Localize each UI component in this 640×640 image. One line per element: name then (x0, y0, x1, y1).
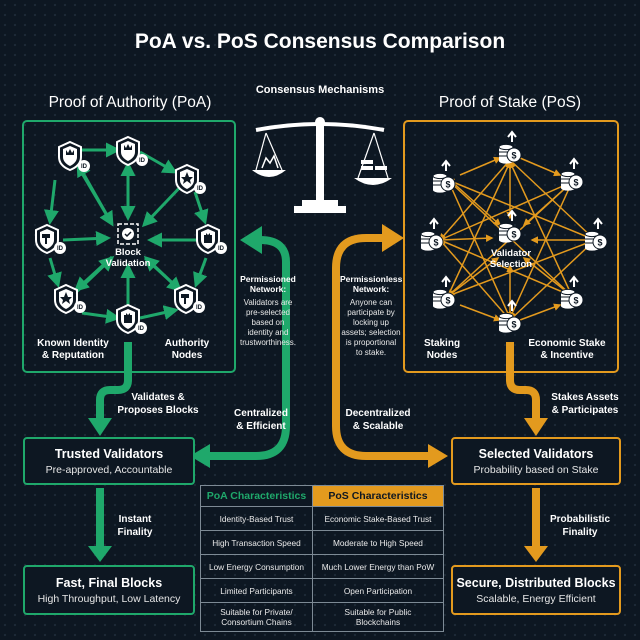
table-cell-pos: Suitable for Public Blockchains (311, 602, 445, 632)
pos-network-note: Permissionless Network: Anyone can partic… (340, 264, 402, 358)
pos-corner-right-label: Economic Stake & Incentive (528, 338, 606, 361)
characteristics-table: PoA Characteristics PoS Characteristics … (200, 485, 445, 632)
pos-box1-title: Selected Validators (478, 447, 594, 461)
svg-text:ID: ID (57, 246, 64, 252)
pos-network-title: Permissionless Network: (340, 274, 403, 294)
table-row: High Transaction Speed Moderate to High … (200, 530, 445, 555)
table-row: Suitable for Private/ Consortium Chains … (200, 602, 445, 632)
svg-text:ID: ID (196, 305, 203, 311)
poa-node-icons: ID ID ID ID ID ID ID ID (35, 136, 227, 334)
poa-flow-label-1: Validates & Proposes Blocks (117, 392, 199, 416)
balance-scale-icon (252, 117, 392, 213)
table-cell-pos: Moderate to High Speed (311, 530, 445, 555)
table-header-poa: PoA Characteristics (200, 485, 313, 507)
pos-box2-title: Secure, Distributed Blocks (456, 576, 616, 590)
pos-corner-left-label: Staking Nodes (423, 338, 461, 361)
poa-network-title: Permissioned Network: (240, 274, 296, 294)
poa-flow-label-2: Instant Finality (117, 514, 153, 538)
pos-box1-border (451, 437, 621, 485)
table-cell-poa: Limited Participants (200, 578, 313, 603)
poa-box2-title: Fast, Final Blocks (55, 576, 163, 590)
poa-box2-subtitle: High Throughput, Low Latency (37, 593, 181, 605)
table-cell-poa: Low Energy Consumption (200, 554, 313, 579)
poa-box1-title: Trusted Validators (54, 447, 164, 461)
pos-box2-border (451, 565, 621, 615)
svg-text:ID: ID (197, 186, 204, 192)
poa-trusted-validators-box: Trusted Validators Pre-approved, Account… (24, 438, 194, 476)
poa-network-text: Validators are pre-selected based on ide… (239, 298, 297, 347)
pos-flow-label-1: Stakes Assets & Participates (551, 392, 619, 416)
poa-network-edges (43, 142, 209, 324)
table-cell-poa: High Transaction Speed (200, 530, 313, 555)
pos-box2-subtitle: Scalable, Energy Efficient (476, 593, 596, 605)
pos-heading: Proof of Stake (PoS) (438, 94, 582, 111)
pos-distributed-blocks-box: Secure, Distributed Blocks Scalable, Ene… (452, 566, 620, 605)
pos-flow-label-2: Probabilistic Finality (549, 514, 610, 538)
table-cell-pos: Economic Stake-Based Trust (311, 506, 445, 531)
block-check-icon (117, 223, 139, 245)
table-header-pos: PoS Characteristics (311, 485, 445, 507)
poa-box1-border (23, 437, 195, 485)
consensus-mechanisms-label: Consensus Mechanisms (255, 84, 385, 96)
svg-text:ID: ID (139, 158, 146, 164)
pos-center-label: Validator Selection (489, 248, 533, 270)
poa-corner-left-label: Known Identity & Reputation (37, 338, 109, 361)
pos-selected-validators-box: Selected Validators Probability based on… (452, 438, 620, 476)
table-row: Low Energy Consumption Much Lower Energy… (200, 554, 445, 579)
poa-flow-label-mid: Centralized & Efficient (234, 408, 288, 432)
table-cell-poa: Suitable for Private/ Consortium Chains (200, 602, 313, 632)
svg-text:ID: ID (81, 164, 88, 170)
table-cell-poa: Identity-Based Trust (200, 506, 313, 531)
svg-text:ID: ID (77, 305, 84, 311)
pos-node-icons (420, 131, 608, 334)
svg-text:ID: ID (218, 246, 225, 252)
poa-heading: Proof of Authority (PoA) (48, 94, 212, 111)
pos-box1-subtitle: Probability based on Stake (473, 464, 599, 476)
pos-flow-label-mid: Decentralized & Scalable (345, 408, 411, 432)
table-row: Identity-Based Trust Economic Stake-Base… (200, 506, 445, 531)
poa-corner-right-label: Authority Nodes (164, 338, 210, 361)
poa-network-note: Permissioned Network: Validators are pre-… (238, 264, 298, 348)
table-row: Limited Participants Open Participation (200, 578, 445, 603)
pos-network-text: Anyone can participate by locking up ass… (341, 298, 401, 357)
poa-box2-border (23, 565, 195, 615)
poa-final-blocks-box: Fast, Final Blocks High Throughput, Low … (24, 566, 194, 605)
pos-flow-arrows (332, 234, 540, 548)
poa-box1-subtitle: Pre-approved, Accountable (45, 464, 173, 476)
page-title: PoA vs. PoS Consensus Comparison (134, 30, 506, 53)
table-cell-pos: Much Lower Energy than PoW (311, 554, 445, 579)
svg-text:ID: ID (138, 326, 145, 332)
poa-center-label: Block Validation (105, 247, 151, 269)
poa-flow-arrows (96, 236, 290, 548)
table-cell-pos: Open Participation (311, 578, 445, 603)
